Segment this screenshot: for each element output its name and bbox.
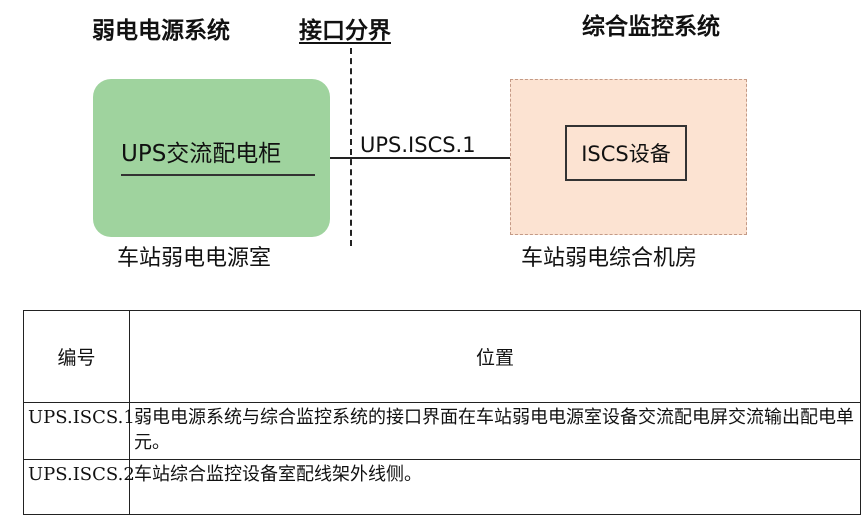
iscs-device-label: ISCS设备 bbox=[581, 142, 671, 166]
header-location: 位置 bbox=[129, 310, 861, 403]
row-id-cell: UPS.ISCS.2 bbox=[23, 459, 135, 515]
left-room-label: 车站弱电电源室 bbox=[117, 246, 272, 271]
interface-divider-line bbox=[350, 48, 352, 246]
row-location-cell: 车站综合监控设备室配线架外线侧。 bbox=[129, 459, 861, 515]
iscs-device-box: ISCS设备 bbox=[565, 125, 687, 181]
ups-cabinet-underline bbox=[121, 174, 315, 176]
ups-cabinet-box bbox=[93, 79, 330, 237]
row-id-cell: UPS.ISCS.1 bbox=[23, 402, 135, 460]
table-row: UPS.ISCS.1 弱电电源系统与综合监控系统的接口界面在车站弱电电源室设备交… bbox=[23, 402, 861, 460]
right-system-heading: 综合监控系统 bbox=[582, 14, 720, 40]
table-row: UPS.ISCS.2 车站综合监控设备室配线架外线侧。 bbox=[23, 459, 861, 515]
header-id: 编号 bbox=[23, 310, 130, 403]
ups-cabinet-label: UPS交流配电柜 bbox=[121, 141, 282, 167]
interface-table: 编号 位置 UPS.ISCS.1 弱电电源系统与综合监控系统的接口界面在车站弱电… bbox=[23, 310, 861, 515]
interface-connector-label: UPS.ISCS.1 bbox=[360, 133, 476, 157]
row-location-cell: 弱电电源系统与综合监控系统的接口界面在车站弱电电源室设备交流配电屏交流输出配电单… bbox=[129, 402, 861, 460]
left-system-heading: 弱电电源系统 bbox=[92, 18, 230, 44]
right-room-label: 车站弱电综合机房 bbox=[521, 246, 698, 271]
table-header-row: 编号 位置 bbox=[23, 310, 861, 403]
interface-boundary-heading: 接口分界 bbox=[299, 18, 391, 44]
interface-connector-line bbox=[330, 157, 510, 159]
